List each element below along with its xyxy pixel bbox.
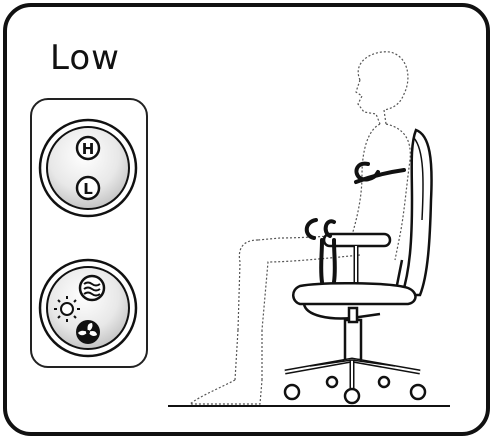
mode-label: Low xyxy=(50,38,120,78)
control-panel xyxy=(30,98,148,368)
